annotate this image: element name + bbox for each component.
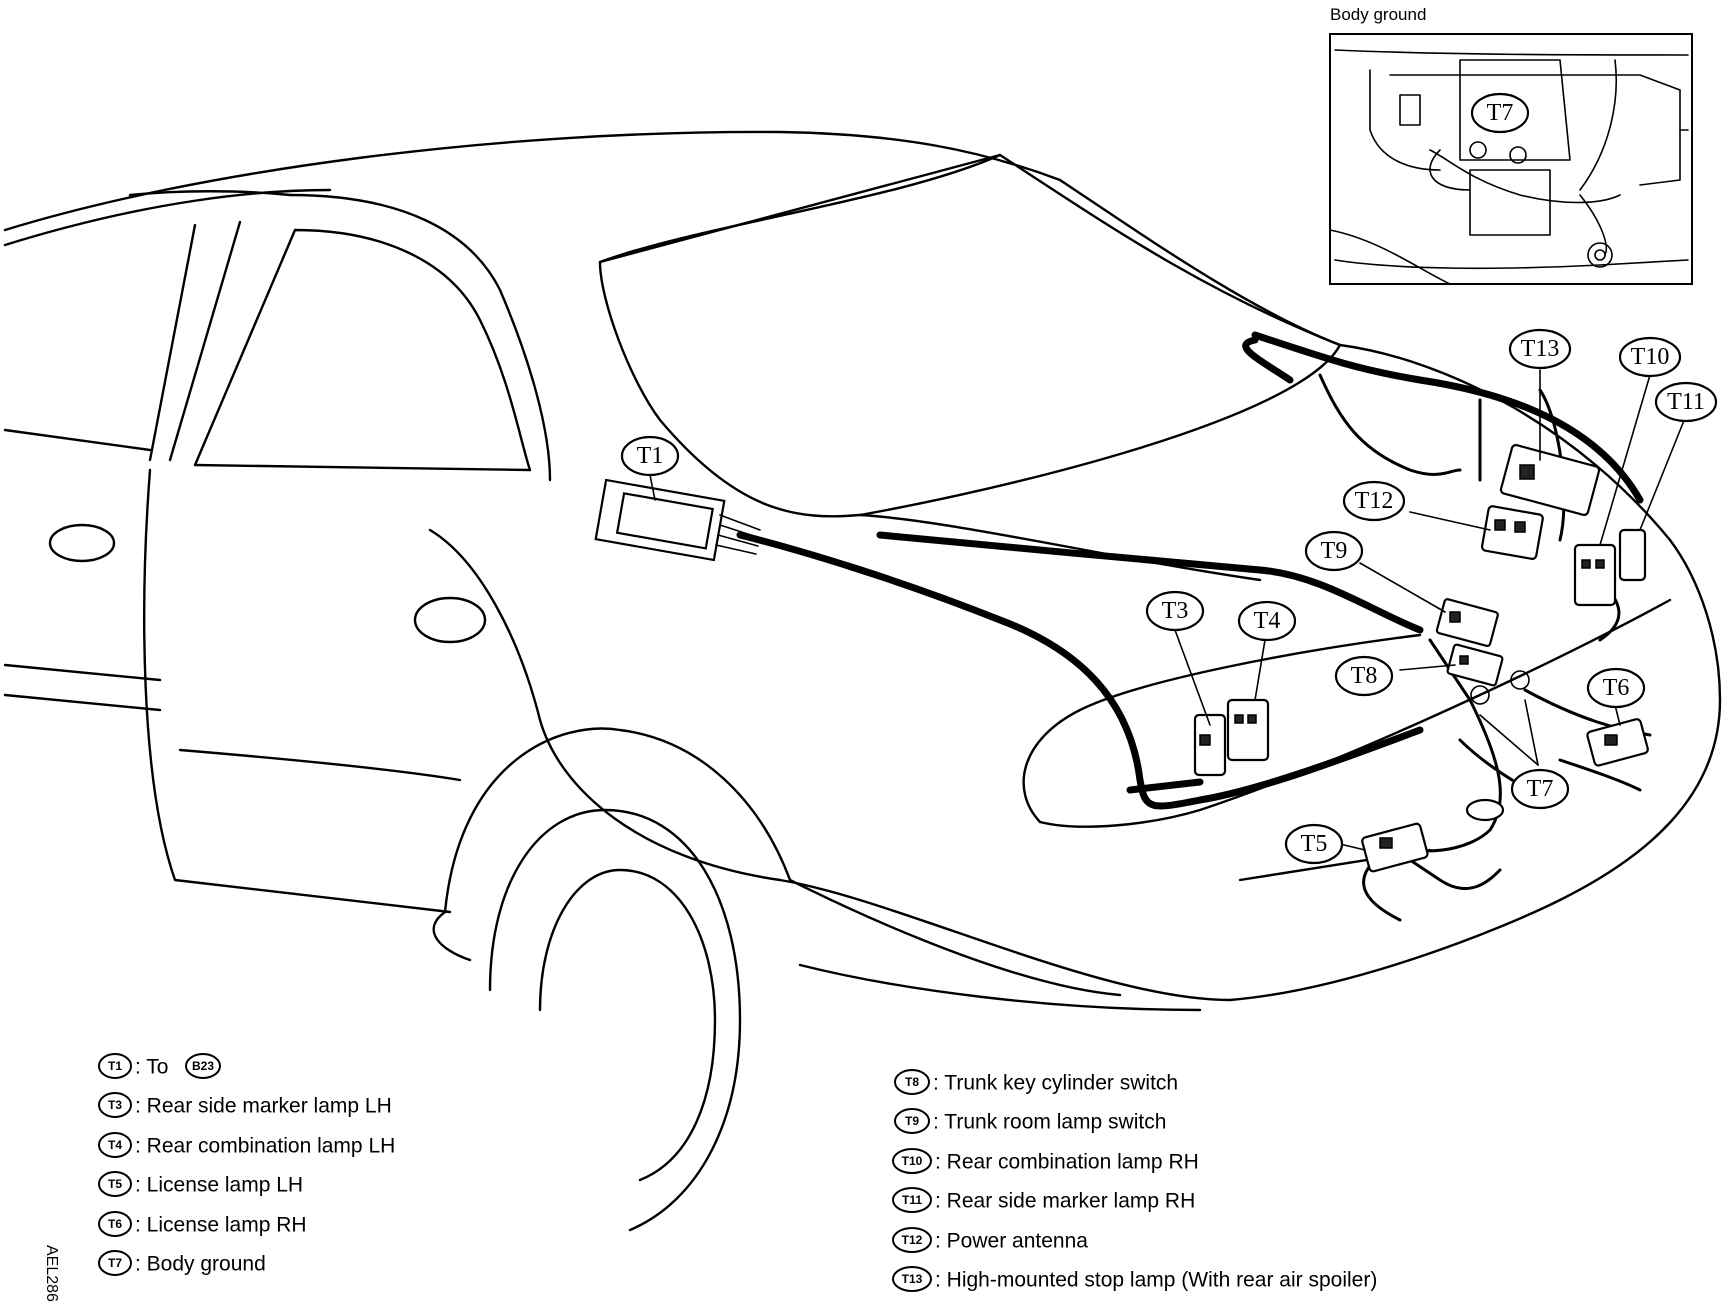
legend-item-t9: T9 : Trunk room lamp switch bbox=[894, 1108, 1166, 1134]
legend-text: : Rear side marker lamp RH bbox=[935, 1190, 1195, 1213]
legend-text: : To bbox=[135, 1056, 168, 1079]
connector-t5 bbox=[1361, 822, 1429, 873]
legend-code: T11 bbox=[902, 1193, 922, 1207]
callout-t6: T6 bbox=[1586, 667, 1646, 709]
legend-text: : High-mounted stop lamp (With rear air … bbox=[935, 1269, 1377, 1292]
legend-code: T10 bbox=[902, 1154, 923, 1168]
callout-t10-label: T10 bbox=[1631, 344, 1670, 370]
callout-t13: T13 bbox=[1508, 328, 1572, 370]
inset-callout-t7-label: T7 bbox=[1487, 100, 1514, 126]
connector-t10 bbox=[1573, 543, 1617, 607]
connector-t9 bbox=[1435, 598, 1499, 648]
legend-item-t3: T3 : Rear side marker lamp LH bbox=[98, 1092, 392, 1118]
callout-t4-label: T4 bbox=[1254, 608, 1281, 634]
legend-item-t11: T11 : Rear side marker lamp RH bbox=[892, 1187, 1195, 1213]
legend-item-t5: T5 : License lamp LH bbox=[98, 1171, 303, 1197]
car-body-outline bbox=[3, 130, 1722, 1232]
legend-code: T13 bbox=[902, 1272, 923, 1286]
callout-t5-label: T5 bbox=[1301, 831, 1328, 857]
legend-right: T8 : Trunk key cylinder switch T9 : Trun… bbox=[892, 1069, 1377, 1292]
ground-points bbox=[1465, 670, 1530, 822]
callout-t1: T1 bbox=[620, 435, 680, 477]
figure-code: AEL286 bbox=[43, 1245, 60, 1302]
callout-t11: T11 bbox=[1654, 381, 1718, 423]
callout-t10: T10 bbox=[1618, 336, 1682, 378]
legend-item-t7: T7 : Body ground bbox=[98, 1250, 266, 1276]
inset-body-ground: Body ground T7 bbox=[1329, 5, 1693, 285]
callout-t1-label: T1 bbox=[637, 443, 664, 469]
legend-text: : Rear combination lamp LH bbox=[135, 1135, 395, 1158]
legend-text: : Trunk key cylinder switch bbox=[933, 1072, 1178, 1095]
callout-t3-label: T3 bbox=[1162, 598, 1189, 624]
connector-t4 bbox=[1226, 698, 1270, 762]
legend-text: : License lamp LH bbox=[135, 1174, 303, 1197]
legend-text: : Power antenna bbox=[935, 1230, 1088, 1253]
legend-code: T8 bbox=[905, 1075, 919, 1089]
legend-item-t8: T8 : Trunk key cylinder switch bbox=[894, 1069, 1178, 1095]
legend-left: T1 : To B23 T3 : Rear side marker lamp L… bbox=[98, 1053, 395, 1276]
legend-code: T1 bbox=[108, 1059, 122, 1073]
legend-text: : License lamp RH bbox=[135, 1214, 307, 1237]
callout-t8-label: T8 bbox=[1351, 663, 1378, 689]
legend-code: T12 bbox=[902, 1233, 923, 1247]
connector-t12 bbox=[1480, 505, 1544, 560]
inset-callout-t7: T7 bbox=[1470, 92, 1530, 134]
legend-code: T9 bbox=[905, 1114, 919, 1128]
connector-t8 bbox=[1446, 643, 1504, 687]
legend-item-t12: T12 : Power antenna bbox=[892, 1227, 1088, 1253]
connector-t1 bbox=[594, 478, 761, 562]
connector-t13 bbox=[1499, 444, 1601, 516]
legend-code: T4 bbox=[108, 1138, 122, 1152]
inset-title: Body ground bbox=[1330, 5, 1426, 24]
callout-t12: T12 bbox=[1342, 480, 1406, 522]
callout-t8: T8 bbox=[1334, 655, 1394, 697]
callout-t7: T7 bbox=[1510, 768, 1570, 810]
connector-t3 bbox=[1193, 713, 1227, 777]
callout-t5: T5 bbox=[1284, 823, 1344, 865]
legend-text: : Trunk room lamp switch bbox=[933, 1111, 1166, 1134]
legend-code: T5 bbox=[108, 1177, 122, 1191]
callout-t12-label: T12 bbox=[1355, 488, 1394, 514]
legend-item-t1: T1 : To B23 bbox=[98, 1053, 221, 1079]
callout-t4: T4 bbox=[1237, 600, 1297, 642]
wiring-harness bbox=[736, 331, 1652, 922]
legend-item-t6: T6 : License lamp RH bbox=[98, 1211, 307, 1237]
legend-code: T3 bbox=[108, 1098, 122, 1112]
legend-ref: B23 bbox=[192, 1059, 214, 1073]
connector-t6 bbox=[1586, 718, 1649, 767]
legend-item-t10: T10 : Rear combination lamp RH bbox=[892, 1148, 1199, 1174]
legend-code: T6 bbox=[108, 1217, 122, 1231]
callout-t13-label: T13 bbox=[1521, 336, 1560, 362]
legend-item-t13: T13 : High-mounted stop lamp (With rear … bbox=[892, 1266, 1377, 1292]
connector-t11 bbox=[1618, 528, 1647, 582]
legend-text: : Rear side marker lamp LH bbox=[135, 1095, 392, 1118]
callout-t11-label: T11 bbox=[1667, 389, 1705, 415]
legend-code: T7 bbox=[108, 1256, 122, 1270]
callout-t6-label: T6 bbox=[1603, 675, 1630, 701]
callout-t9: T9 bbox=[1304, 530, 1364, 572]
legend-item-t4: T4 : Rear combination lamp LH bbox=[98, 1132, 395, 1158]
callout-t7-label: T7 bbox=[1527, 776, 1554, 802]
callout-t9-label: T9 bbox=[1321, 538, 1348, 564]
legend-text: : Body ground bbox=[135, 1253, 266, 1276]
legend-text: : Rear combination lamp RH bbox=[935, 1151, 1199, 1174]
callout-t3: T3 bbox=[1145, 590, 1205, 632]
